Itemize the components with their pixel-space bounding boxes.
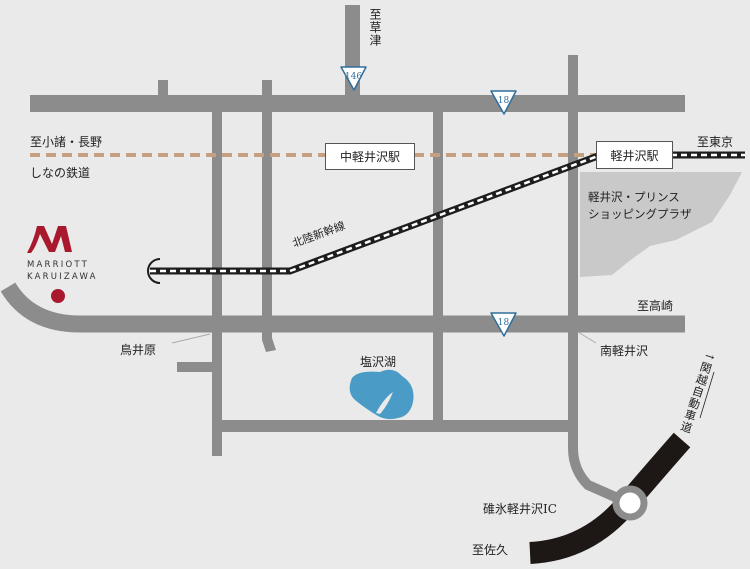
label-shiozawa-lake: 塩沢湖 bbox=[360, 355, 397, 369]
road-stub bbox=[158, 80, 168, 96]
station-karuizawa[interactable]: 軽井沢駅 bbox=[596, 141, 673, 169]
marriott-logo bbox=[27, 226, 72, 253]
svg-text:146: 146 bbox=[345, 72, 362, 82]
label-usui-karuizawa-ic: 碓氷軽井沢IC bbox=[483, 502, 557, 516]
label-to-saku: 至佐久 bbox=[472, 543, 509, 557]
road-south bbox=[212, 420, 578, 432]
road-vertical bbox=[262, 110, 276, 352]
road-vertical bbox=[212, 110, 222, 456]
label-shinano-railway: しなの鉄道 bbox=[30, 166, 91, 180]
route-18-shield-north: 18 bbox=[490, 90, 517, 115]
shiozawa-lake bbox=[349, 369, 414, 420]
station-naka-karuizawa[interactable]: 中軽井沢駅 bbox=[325, 143, 415, 170]
svg-text:18: 18 bbox=[498, 318, 510, 328]
label-to-takasaki: 至高崎 bbox=[637, 299, 674, 313]
label-plaza-line2: ショッピングプラザ bbox=[588, 207, 692, 221]
station-name: 軽井沢駅 bbox=[610, 148, 659, 163]
roads bbox=[30, 5, 685, 456]
road-stub bbox=[262, 80, 272, 96]
expressway-arrow-line bbox=[699, 371, 715, 419]
line-terminus-icon bbox=[147, 258, 161, 284]
route-18-north-road bbox=[30, 95, 685, 112]
toriibara-leader bbox=[171, 333, 211, 344]
label-plaza-line1: 軽井沢・プリンス bbox=[588, 190, 680, 204]
hotel-name-line2: KARUIZAWA bbox=[27, 272, 98, 282]
road-to-ic bbox=[568, 55, 625, 505]
hotel-name: MARRIOTT KARUIZAWA bbox=[27, 259, 98, 283]
label-to-tokyo: 至東京 bbox=[697, 135, 734, 149]
svg-text:18: 18 bbox=[498, 96, 510, 106]
road-stub bbox=[177, 362, 213, 372]
route-18-south-road bbox=[0, 282, 685, 333]
shopping-plaza-area bbox=[580, 172, 742, 277]
label-to-komoro-nagano: 至小諸・長野 bbox=[30, 135, 103, 149]
label-to-kusatsu: 至草津 bbox=[368, 8, 382, 47]
label-toriibara: 鳥井原 bbox=[120, 343, 157, 357]
station-name: 中軽井沢駅 bbox=[339, 150, 400, 164]
hotel-name-line1: MARRIOTT bbox=[27, 260, 89, 270]
road-vertical bbox=[433, 110, 443, 426]
usui-karuizawa-ic-roundabout bbox=[612, 485, 648, 521]
label-minami-karuizawa: 南軽井沢 bbox=[600, 344, 649, 358]
hotel-location-marker bbox=[51, 289, 65, 303]
route-18-shield-south: 18 bbox=[490, 312, 517, 337]
route-146-shield: 146 bbox=[340, 66, 367, 91]
hokuriku-shinkansen-line bbox=[147, 151, 745, 284]
minami-karuizawa-leader bbox=[577, 331, 597, 344]
